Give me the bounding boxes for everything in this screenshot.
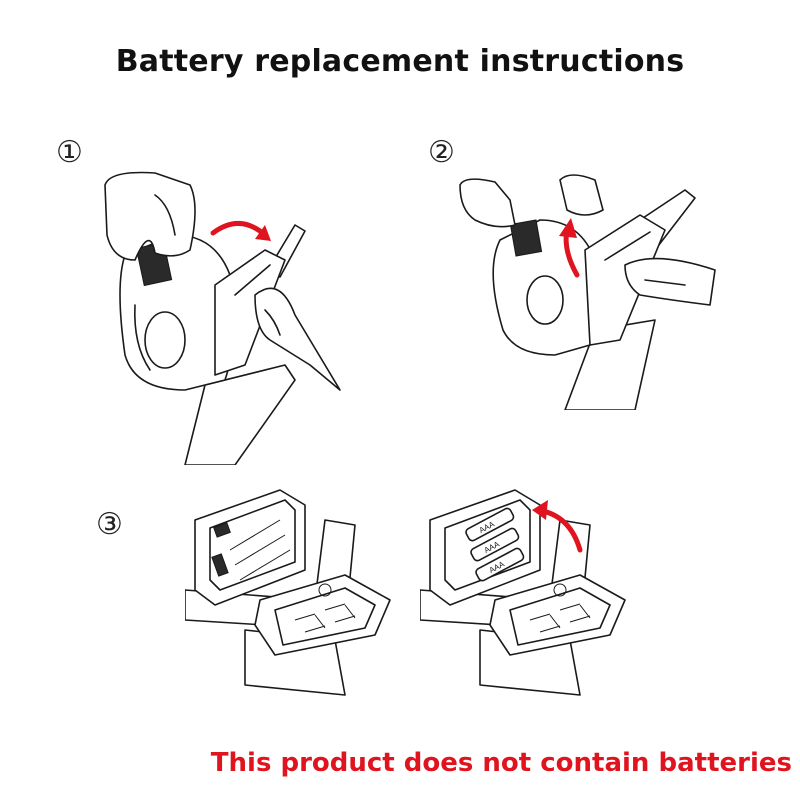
battery-notice: This product does not contain batteries bbox=[210, 748, 792, 778]
right-hand bbox=[254, 287, 341, 391]
right-hand bbox=[624, 257, 716, 306]
step-1-illustration bbox=[104, 171, 341, 465]
battery-lid bbox=[254, 574, 391, 656]
battery-housing bbox=[194, 489, 306, 606]
close-arrow-head bbox=[532, 500, 548, 520]
lift-arrow-head bbox=[559, 218, 577, 238]
left-hand bbox=[104, 171, 196, 261]
step-3-number: ③ bbox=[96, 507, 123, 542]
step-3-open-compartment bbox=[185, 489, 391, 696]
aaa-battery-2: AAA bbox=[470, 527, 520, 562]
headband-strap bbox=[564, 319, 656, 410]
aaa-battery-3: AAA bbox=[475, 547, 525, 582]
step-2-illustration bbox=[459, 174, 716, 410]
open-arrow bbox=[210, 221, 268, 238]
step-1-number: ① bbox=[56, 135, 83, 170]
open-arrow-head bbox=[255, 225, 271, 241]
battery-lid bbox=[489, 574, 626, 656]
headband-strap bbox=[184, 364, 296, 465]
step-2-number: ② bbox=[428, 135, 455, 170]
step-3-batteries-inserted: AAA AAA AAA bbox=[420, 489, 626, 696]
lamp-grill bbox=[509, 219, 543, 257]
left-hand bbox=[459, 178, 516, 228]
page-title: Battery replacement instructions bbox=[115, 44, 685, 79]
aaa-battery-1: AAA bbox=[465, 507, 515, 542]
